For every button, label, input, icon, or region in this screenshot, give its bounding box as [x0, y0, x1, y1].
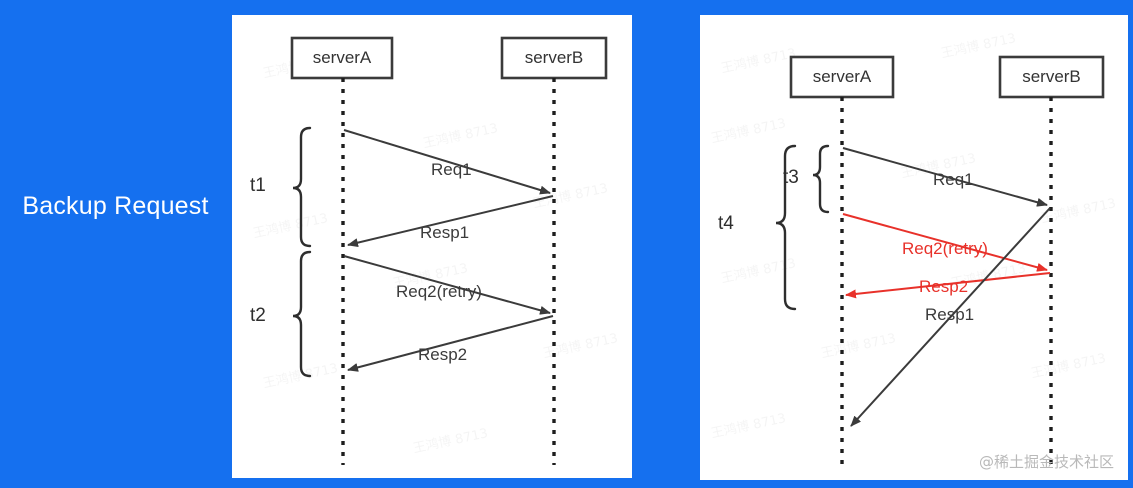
bracket-t1 — [292, 126, 312, 248]
time-bracket-label-t3: t3 — [783, 167, 799, 188]
right-diagram-canvas — [775, 55, 1105, 467]
participant-label-serverB: serverB — [1022, 67, 1081, 86]
message-label-req1: Req1 — [431, 160, 472, 179]
message-arrow-req1 — [343, 129, 551, 195]
left-diagram-panel: 王鸿博 8713 王鸿博 8713 王鸿博 8713 王鸿博 8713 王鸿博 … — [232, 15, 632, 478]
message-arrow-req2 — [842, 213, 1048, 272]
bracket-t4 — [775, 144, 797, 311]
site-credit-watermark: @稀土掘金技术社区 — [978, 453, 1114, 471]
participant-label-serverB: serverB — [524, 48, 584, 67]
page-title: Backup Request — [22, 192, 209, 220]
participant-label-serverA: serverA — [312, 48, 372, 67]
message-label-resp1: Resp1 — [925, 305, 975, 324]
left-diagram-canvas — [290, 36, 608, 465]
message-arrow-resp1 — [850, 207, 1051, 427]
message-label-resp2: Resp2 — [418, 345, 468, 364]
message-arrow-req1 — [842, 147, 1048, 207]
message-label-req1: Req1 — [933, 170, 974, 189]
message-label-req2: Req2(retry) — [396, 282, 482, 301]
bracket-t2 — [292, 250, 312, 378]
participant-label-serverA: serverA — [812, 67, 872, 86]
time-bracket-label-t2: t2 — [250, 305, 266, 326]
time-bracket-label-t1: t1 — [250, 175, 266, 196]
message-label-req2: Req2(retry) — [902, 239, 988, 258]
message-arrow-resp2 — [347, 315, 554, 372]
message-arrow-resp1 — [347, 195, 554, 248]
message-label-resp2: Resp2 — [919, 277, 969, 296]
right-diagram-panel: 王鸿博 8713 王鸿博 8713 王鸿博 8713 王鸿博 8713 王鸿博 … — [700, 15, 1128, 480]
message-arrow-req2 — [343, 255, 551, 315]
bracket-t3 — [812, 144, 830, 214]
message-arrow-resp2 — [845, 272, 1051, 299]
message-label-resp1: Resp1 — [420, 223, 470, 242]
time-bracket-label-t4: t4 — [718, 213, 734, 234]
